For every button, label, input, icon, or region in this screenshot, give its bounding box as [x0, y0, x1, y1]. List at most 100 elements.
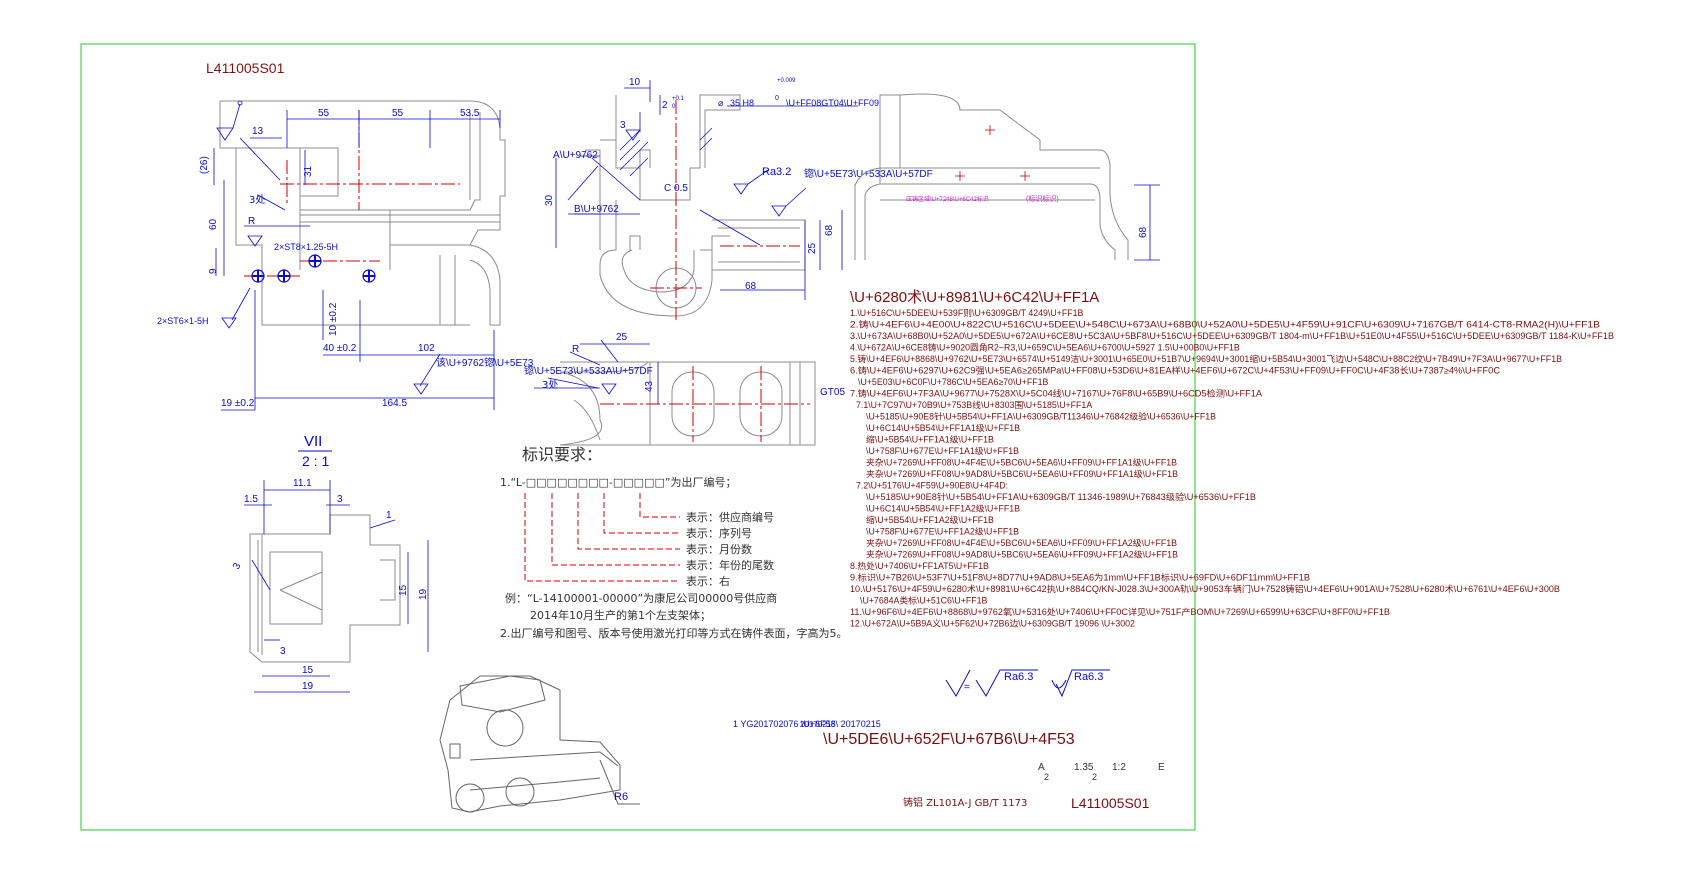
svg-text:43: 43	[644, 380, 655, 392]
section-view-dim-text: 10 2 +0.009 0 +0.1 0 35 H8 \U+FF08GT04\U…	[544, 77, 933, 292]
svg-text:1.\U+516C\U+5DEE\U+539F则\U+630: 1.\U+516C\U+5DEE\U+539F则\U+6309GB/T 4249…	[850, 307, 1083, 318]
svg-text:4.\U+672A\U+6CE8铸\U+9020圆角R2~R: 4.\U+672A\U+6CE8铸\U+9020圆角R2~R3,\U+659C\…	[850, 342, 1240, 353]
side-view-centerlines	[955, 125, 1030, 181]
svg-text:(26): (26)	[199, 156, 210, 174]
svg-text:C 0.5: C 0.5	[664, 183, 688, 194]
svg-text:2: 2	[662, 100, 668, 111]
svg-text:1.5: 1.5	[244, 494, 258, 505]
svg-text:Ra3.2: Ra3.2	[762, 166, 791, 178]
front-view-holes	[251, 254, 376, 283]
sheet-frame	[80, 43, 1196, 831]
svg-text:35 H8: 35 H8	[730, 98, 754, 108]
svg-text:9.标识\U+7B26\U+53F7\U+51F8\U+8D: 9.标识\U+7B26\U+53F7\U+51F8\U+8D77\U+9AD8\…	[850, 572, 1310, 583]
svg-text:3: 3	[620, 120, 626, 131]
svg-text:R: R	[248, 216, 255, 227]
svg-text:\U+FF08GT04\U+FF09: \U+FF08GT04\U+FF09	[786, 98, 879, 108]
svg-text:该\U+9762锪\U+5E73: 该\U+9762锪\U+5E73	[436, 356, 534, 369]
svg-text:夹杂\U+7269\U+FF08\U+4F4E\U+5BC6: 夹杂\U+7269\U+FF08\U+4F4E\U+5BC6\U+5EA6\U+…	[866, 457, 1177, 468]
svg-text:9: 9	[208, 268, 219, 274]
svg-text:7.铸\U+4EF6\U+7F3A\U+9677\U+752: 7.铸\U+4EF6\U+7F3A\U+9677\U+7528X\U+5C04线…	[850, 388, 1262, 399]
svg-text:GT05: GT05	[820, 387, 845, 398]
svg-text:缩\U+5B54\U+FF1A2级\U+FF1B: 缩\U+5B54\U+FF1A2级\U+FF1B	[866, 514, 994, 525]
svg-text:\U+5E03\U+6C0F\U+786C\U+5EA6≥7: \U+5E03\U+6C0F\U+786C\U+5EA6≥70\U+FF1B	[858, 377, 1049, 387]
identification-requirements: 标识要求： 1.“L-□□□□□□□□-□□□□□”为出厂编号； 表示：供应商编…	[500, 445, 848, 640]
front-view-dim-text: 55 55 53.5 13 (26) 31 60 9 3处 R 2×ST8×1.…	[157, 108, 534, 409]
drawing-code-top: L411005S01	[206, 60, 285, 76]
svg-text:锪\U+5E73\U+533A\U+57DF: 锪\U+5E73\U+533A\U+57DF	[804, 167, 933, 180]
svg-text:+0.009: +0.009	[777, 78, 796, 84]
svg-text:10.\U+5176\U+4F59\U+6280术\U+89: 10.\U+5176\U+4F59\U+6280术\U+8981\U+6C42执…	[850, 583, 1560, 594]
svg-text:B\U+9762: B\U+9762	[574, 204, 619, 215]
svg-text:表示：月份数: 表示：月份数	[686, 542, 752, 556]
svg-text:60: 60	[208, 218, 219, 230]
svg-text:表示：年份的尾数: 表示：年份的尾数	[686, 558, 774, 572]
svg-text:3: 3	[280, 646, 286, 657]
svg-text:25: 25	[616, 332, 628, 343]
drawing-code-bottom: L411005S01	[1071, 795, 1150, 811]
diameter-symbol: ⌀	[718, 98, 724, 108]
section-view: 10 2 +0.009 0 +0.1 0 35 H8 \U+FF08GT04\U…	[544, 77, 933, 320]
identification-legend: 表示：供应商编号 表示：序列号 表示：月份数 表示：年份的尾数 表示：右	[686, 510, 774, 588]
section-view-dimensions	[555, 80, 858, 300]
svg-text:164.5: 164.5	[382, 398, 407, 409]
svg-text:55: 55	[392, 108, 404, 119]
detail-view: VII 2 : 1 1.5 11.1 3 1	[231, 433, 429, 693]
svg-text:\U+5185\U+90E8针\U+5B54\U+FF1A\: \U+5185\U+90E8针\U+5B54\U+FF1A\U+6309GB/T…	[866, 491, 1256, 502]
svg-text:锪\U+5E73\U+533A\U+57DF: 锪\U+5E73\U+533A\U+57DF	[524, 364, 653, 377]
svg-text:31: 31	[303, 165, 314, 177]
svg-text:1: 1	[386, 510, 392, 521]
svg-text:\U+758F\U+677E\U+FF1A2级\U+FF1B: \U+758F\U+677E\U+FF1A2级\U+FF1B	[866, 526, 1019, 537]
svg-text:7.2\U+5176\U+4F59\U+90E8\U+4F4: 7.2\U+5176\U+4F59\U+90E8\U+4F4D:	[856, 481, 1008, 491]
identification-example-2: 2014年10月生产的第1个左支架体；	[530, 608, 711, 622]
svg-text:68: 68	[824, 224, 835, 236]
front-view-dimensions	[213, 100, 501, 411]
roughness-ra63-a: Ra6.3	[1004, 671, 1033, 683]
identification-heading: 标识要求：	[522, 445, 602, 464]
tech-title: \U+6280术\U+8981\U+6C42\U+FF1A	[850, 289, 1099, 306]
revision-row: 1 YG201702076 \U+6F58\ 20170215	[733, 719, 881, 729]
svg-text:3: 3	[337, 494, 343, 505]
detail-view-dim-text: 1.5 11.1 3 1 3 15 19 3 15 19	[231, 478, 429, 692]
svg-text:0: 0	[775, 95, 779, 102]
svg-text:55: 55	[318, 108, 330, 119]
material: 铸铝 ZL101A-J GB/T 1173	[903, 796, 1027, 809]
svg-text:+0.1: +0.1	[672, 96, 685, 102]
section-view-centerlines	[650, 100, 800, 320]
svg-text:15: 15	[398, 584, 409, 596]
svg-text:102: 102	[418, 343, 435, 354]
surface-roughness: = Ra6.3 Ra6.3	[945, 669, 1110, 698]
title-row-scale: 1:2	[1112, 762, 1126, 773]
svg-text:表示：序列号: 表示：序列号	[686, 526, 752, 540]
bottom-view: R 25 锪\U+5E73\U+533A\U+57DF 3处 43 GT05	[524, 332, 845, 446]
technical-requirements: \U+6280术\U+8981\U+6C42\U+FF1A 1.\U+516C\…	[850, 289, 1614, 629]
side-view-part	[854, 93, 1129, 260]
identification-brackets	[524, 493, 680, 582]
svg-text:\U+5185\U+90E8针\U+5B54\U+FF1A\: \U+5185\U+90E8针\U+5B54\U+FF1A\U+6309GB/T…	[866, 411, 1216, 422]
svg-text:表示：供应商编号: 表示：供应商编号	[686, 510, 774, 524]
svg-text:夹杂\U+7269\U+FF08\U+9AD8\U+5BC6: 夹杂\U+7269\U+FF08\U+9AD8\U+5BC6\U+5EA6\U+…	[866, 468, 1178, 479]
tech-lines: 1.\U+516C\U+5DEE\U+539F则\U+6309GB/T 4249…	[850, 307, 1614, 629]
bottom-view-centerlines	[600, 366, 810, 442]
svg-text:A\U+9762: A\U+9762	[553, 150, 598, 161]
svg-text:68: 68	[745, 281, 757, 292]
svg-text:11.\U+96F6\U+4EF6\U+8868\U+976: 11.\U+96F6\U+4EF6\U+8868\U+9762氧\U+5316处…	[850, 606, 1390, 617]
svg-text:夹杂\U+7269\U+FF08\U+4F4E\U+5BC6: 夹杂\U+7269\U+FF08\U+4F4E\U+5BC6\U+5EA6\U+…	[866, 537, 1177, 548]
detail-view-dimensions	[244, 480, 429, 693]
svg-text:40 ±0.2: 40 ±0.2	[323, 343, 357, 354]
bottom-view-dim-text: R 25 锪\U+5E73\U+533A\U+57DF 3处 43 GT05	[524, 332, 845, 398]
svg-text:0: 0	[672, 104, 676, 110]
svg-text:10 ±0.2: 10 ±0.2	[328, 302, 339, 336]
svg-text:3处: 3处	[249, 194, 265, 206]
title-block: 1 YG201702076 \U+6F58\ 20170215 20170215…	[733, 719, 1165, 811]
detail-view-scale: 2 : 1	[302, 453, 329, 469]
front-view-part	[219, 100, 506, 326]
title-sub-a: 2	[1044, 772, 1049, 782]
svg-text:7.1\U+7C97\U+70B9\U+753B线\U+83: 7.1\U+7C97\U+70B9\U+753B线\U+8303围\U+5185…	[856, 399, 1092, 410]
fillet-r6: R6	[614, 791, 628, 803]
svg-text:3.\U+673A\U+68B0\U+52A0\U+5DE5: 3.\U+673A\U+68B0\U+52A0\U+5DE5\U+672A\U+…	[850, 331, 1614, 341]
title-sub-b: 2	[1092, 772, 1097, 782]
svg-text:\U+6C14\U+5B54\U+FF1A1级\U+FF1B: \U+6C14\U+5B54\U+FF1A1级\U+FF1B	[866, 422, 1020, 433]
svg-text:53.5: 53.5	[460, 108, 480, 119]
identification-line-1: 1.“L-□□□□□□□□-□□□□□”为出厂编号；	[500, 475, 737, 489]
roughness-ra63-b: Ra6.3	[1074, 671, 1103, 683]
